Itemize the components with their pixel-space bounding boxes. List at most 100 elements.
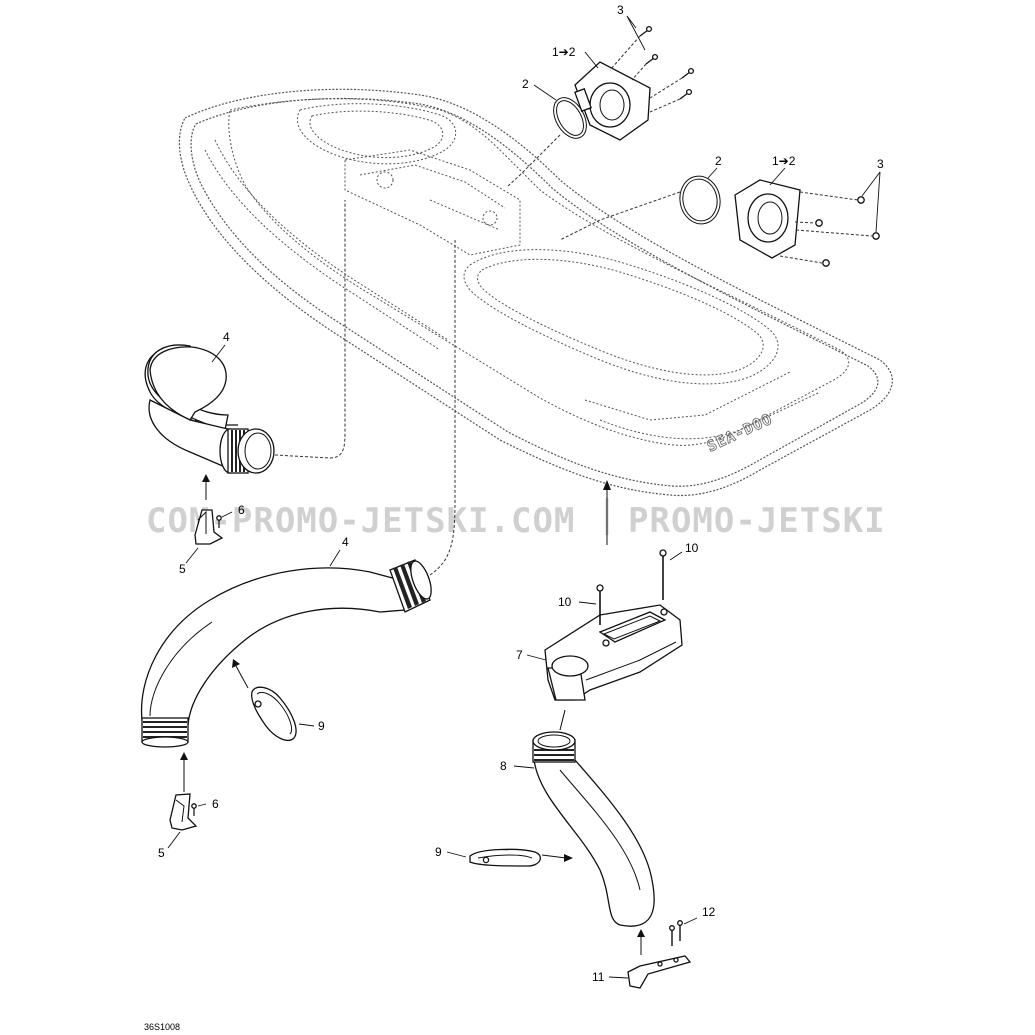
guide-line-hose-upper	[274, 200, 346, 459]
hose-lower-cuff-left	[141, 717, 189, 748]
hose-lower-right	[446, 709, 655, 927]
callout-1-right: 1➔2	[772, 154, 796, 168]
arrow-ring-to-hose-right-head	[564, 854, 573, 862]
leader-6-upper	[221, 511, 233, 518]
intake-housing-right-bore-inner	[757, 201, 783, 235]
stern-platform	[599, 391, 821, 440]
screw-lower-6	[191, 803, 197, 809]
callout-6-lower: 6	[212, 797, 219, 811]
hose-lower-cuff-right	[389, 559, 432, 613]
leader-6-lower	[197, 803, 207, 807]
callout-4-upper: 4	[223, 330, 230, 344]
hose-upper-left	[144, 200, 346, 500]
callout-9-left: 9	[318, 719, 325, 733]
vent-housing-slot	[598, 611, 667, 643]
leader-12	[683, 917, 698, 925]
bracket-11	[608, 917, 698, 989]
leader-7	[526, 654, 547, 661]
o-ring-upper	[553, 97, 587, 139]
arrow-ring-to-hose-head	[232, 659, 240, 668]
intake-assembly-right	[559, 167, 881, 267]
o-ring-upper-inner	[556, 100, 584, 136]
arrow-bracket-to-hose-right-head	[637, 929, 645, 937]
callout-7: 7	[516, 648, 523, 662]
leader-1-right	[769, 167, 786, 186]
guide-line-hose-lower	[429, 240, 456, 576]
seat-well	[463, 249, 779, 385]
hose-right-cuff	[532, 731, 576, 763]
hose-lower-body	[140, 567, 406, 726]
callout-3-right: 3	[877, 157, 884, 171]
hose-upper-cuff	[219, 428, 275, 474]
screws-right	[815, 196, 880, 267]
o-ring-right-inner	[682, 178, 718, 222]
callout-3-top: 3	[617, 3, 624, 17]
hose-lower-left	[140, 240, 456, 792]
hull-outer-rim	[178, 88, 893, 497]
deck-contour	[228, 98, 850, 446]
screw-guide-lines-right	[779, 191, 873, 264]
screws-upper	[639, 25, 695, 100]
hose-upper-lower-bend	[148, 399, 233, 471]
callout-2-right: 2	[715, 154, 722, 168]
leader-2-top	[533, 84, 557, 101]
hose-upper-bend	[149, 346, 227, 421]
screw-upper-6	[216, 515, 222, 521]
center-tower	[344, 149, 521, 256]
intake-assembly-upper	[507, 15, 695, 187]
vent-housing	[526, 549, 683, 701]
callout-6-upper: 6	[238, 503, 245, 517]
callout-9-right: 9	[435, 845, 442, 859]
callouts: 3 1➔2 2 2 1➔2 3 4 6 5 4 10 10 7 9 8 6 5 …	[158, 3, 884, 984]
bracket-upper	[185, 509, 233, 564]
center-guide	[603, 480, 611, 545]
leader-5-lower	[167, 831, 181, 849]
callout-5-upper: 5	[179, 562, 186, 576]
leader-10-left	[578, 601, 597, 605]
bracket-lower	[167, 793, 207, 849]
leader-4-upper	[211, 344, 226, 363]
callout-12: 12	[702, 905, 716, 919]
leader-8	[513, 765, 535, 769]
screw-guide-lines-upper	[609, 35, 683, 113]
hull-logo: SEA-DOO	[704, 410, 775, 456]
clamp-ring-left	[250, 686, 297, 741]
callout-11: 11	[592, 970, 605, 984]
gunwale-left-inner	[214, 139, 449, 341]
leader-9-right	[446, 851, 467, 858]
arrow-bracket-lower-to-hose-head	[180, 752, 188, 760]
intake-housing-upper-bore-inner	[599, 89, 625, 121]
o-ring-right	[679, 175, 721, 225]
arrow-hose-to-housing	[559, 709, 566, 731]
intake-housing-upper-clip	[574, 88, 592, 112]
leader-11	[608, 976, 629, 979]
callout-8: 8	[500, 759, 507, 773]
leader-9-left	[298, 723, 315, 727]
callout-10-left: 10	[558, 595, 572, 609]
leader-5-upper	[185, 547, 199, 564]
arrow-ring-to-hose	[235, 665, 249, 689]
front-storage	[296, 103, 457, 165]
leader-10-right	[669, 551, 683, 561]
leader-2-right	[707, 167, 718, 179]
gunwale-left	[204, 149, 441, 351]
center-tower-ridge	[359, 164, 506, 209]
leader-3-top	[626, 15, 646, 51]
arrow-ring-to-hose-right	[541, 854, 567, 859]
arrow-bracket-to-hose-head	[202, 474, 210, 482]
leader-4-lower	[329, 549, 341, 567]
leader-1-top	[584, 51, 599, 69]
hose-right-body	[533, 759, 655, 927]
callout-5-lower: 5	[158, 846, 165, 860]
drawing-code: 36S1008	[144, 1022, 180, 1032]
bracket-upper-body	[194, 509, 224, 545]
leader-3-right	[861, 171, 881, 233]
front-storage-inner	[309, 110, 444, 159]
bracket-11-body	[627, 955, 692, 989]
hull-deck: SEA-DOO	[178, 88, 893, 497]
watermark: COM-PROMO-JETSKI.COM PROMO-JETSKI	[146, 498, 886, 541]
guide-line-upper-to-hull	[507, 134, 561, 187]
deck-hole-1	[376, 171, 394, 189]
watermark-right: PROMO-JETSKI	[628, 501, 886, 541]
